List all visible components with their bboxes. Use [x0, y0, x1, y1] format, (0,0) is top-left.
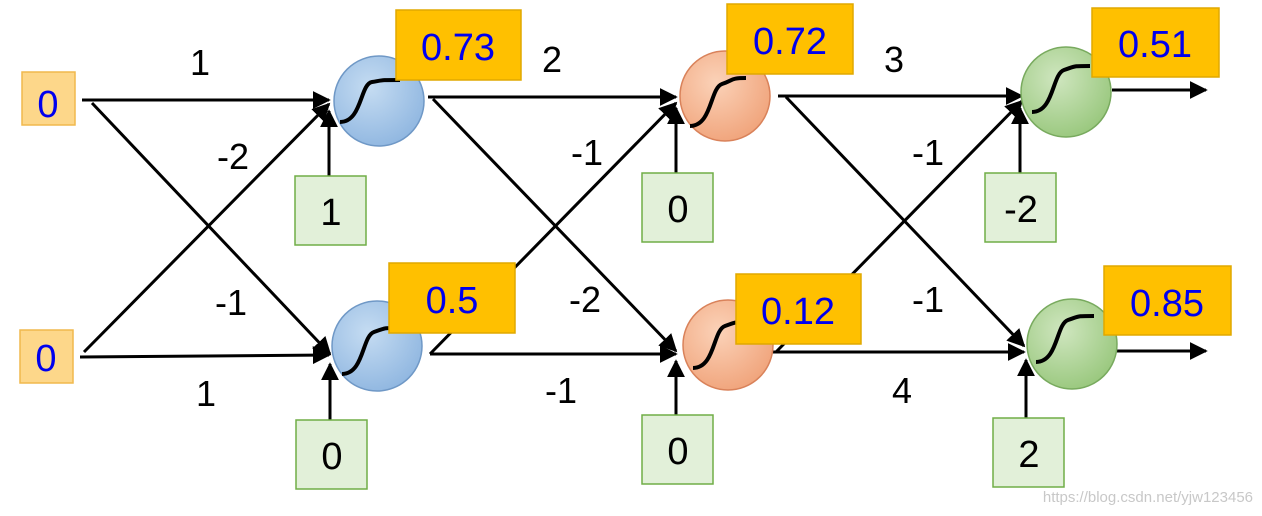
- bias-value-n11: 1: [320, 192, 341, 234]
- output-value-n31: 0.51: [1118, 24, 1192, 66]
- output-value-n12: 0.5: [426, 280, 479, 322]
- output-value-n11: 0.73: [421, 27, 495, 69]
- bias-box-n22: 0: [641, 414, 714, 485]
- bias-value-n31: -2: [1004, 189, 1038, 231]
- bias-box-n21: 0: [641, 172, 714, 243]
- bias-boxes: 1 0 0 0 -2 2: [294, 172, 1065, 490]
- output-value-n21: 0.72: [753, 21, 827, 63]
- bias-value-n12: 0: [321, 436, 342, 478]
- edge-in2-n11: [82, 102, 331, 354]
- neuron-l3-top: [1020, 46, 1112, 138]
- output-value-n32: 0.85: [1130, 283, 1204, 325]
- sigmoid-icon: [1031, 64, 1091, 114]
- weight-n12-n22: -1: [545, 370, 577, 411]
- bias-box-n11: 1: [294, 175, 367, 246]
- weight-labels: 1 -2 -1 1 2 -1 -2 -1 3 -1 -1 4: [190, 39, 944, 414]
- weight-n12-n21: -1: [571, 132, 603, 173]
- bias-arrows: [320, 106, 1035, 420]
- bias-value-n21: 0: [667, 189, 688, 231]
- input-value-bottom: 0: [35, 338, 56, 380]
- edge-in2-n12: [79, 346, 331, 365]
- weight-n11-n21: 2: [542, 39, 562, 80]
- weight-in2-n12: 1: [196, 373, 216, 414]
- output-box-n12: 0.5: [388, 262, 516, 334]
- input-value-top: 0: [37, 84, 58, 126]
- edge-in1-n12: [90, 101, 332, 356]
- output-value-n22: 0.12: [761, 291, 835, 333]
- neuron-l3-bottom: [1026, 298, 1118, 390]
- weight-n22-n32: 4: [892, 370, 912, 411]
- output-box-n22: 0.12: [735, 273, 862, 345]
- sigmoid-icon: [341, 326, 399, 376]
- sigmoid-icon: [339, 78, 401, 124]
- weight-n21-n31: 3: [884, 39, 904, 80]
- weight-n11-n22: -2: [569, 279, 601, 320]
- output-box-n21: 0.72: [726, 3, 854, 75]
- bias-value-n32: 2: [1018, 434, 1039, 476]
- bias-box-n32: 2: [992, 417, 1065, 488]
- weight-in1-n12: -1: [215, 282, 247, 323]
- bias-value-n22: 0: [667, 431, 688, 473]
- output-box-n32: 0.85: [1103, 265, 1232, 336]
- output-box-n31: 0.51: [1091, 7, 1220, 78]
- bias-box-n31: -2: [984, 172, 1057, 243]
- watermark: https://blog.csdn.net/yjw123456: [1043, 489, 1253, 506]
- bias-box-n12: 0: [295, 419, 368, 490]
- input-boxes: 0 0: [19, 71, 76, 384]
- input-box-bottom: 0: [19, 329, 74, 384]
- weight-n22-n31: -1: [912, 132, 944, 173]
- sigmoid-icon: [689, 76, 747, 128]
- weight-in1-n11: 1: [190, 42, 210, 83]
- output-boxes: 0.73 0.5 0.72 0.12 0.51 0.85: [388, 3, 1232, 345]
- output-box-n11: 0.73: [395, 9, 522, 81]
- sigmoid-icon: [1035, 314, 1095, 364]
- output-arrows: [1112, 81, 1208, 360]
- neurons: [331, 46, 1118, 392]
- input-box-top: 0: [21, 71, 76, 126]
- weight-n21-n32: -1: [912, 279, 944, 320]
- weight-in2-n11: -2: [217, 136, 249, 177]
- connections-layer-1: [79, 91, 332, 365]
